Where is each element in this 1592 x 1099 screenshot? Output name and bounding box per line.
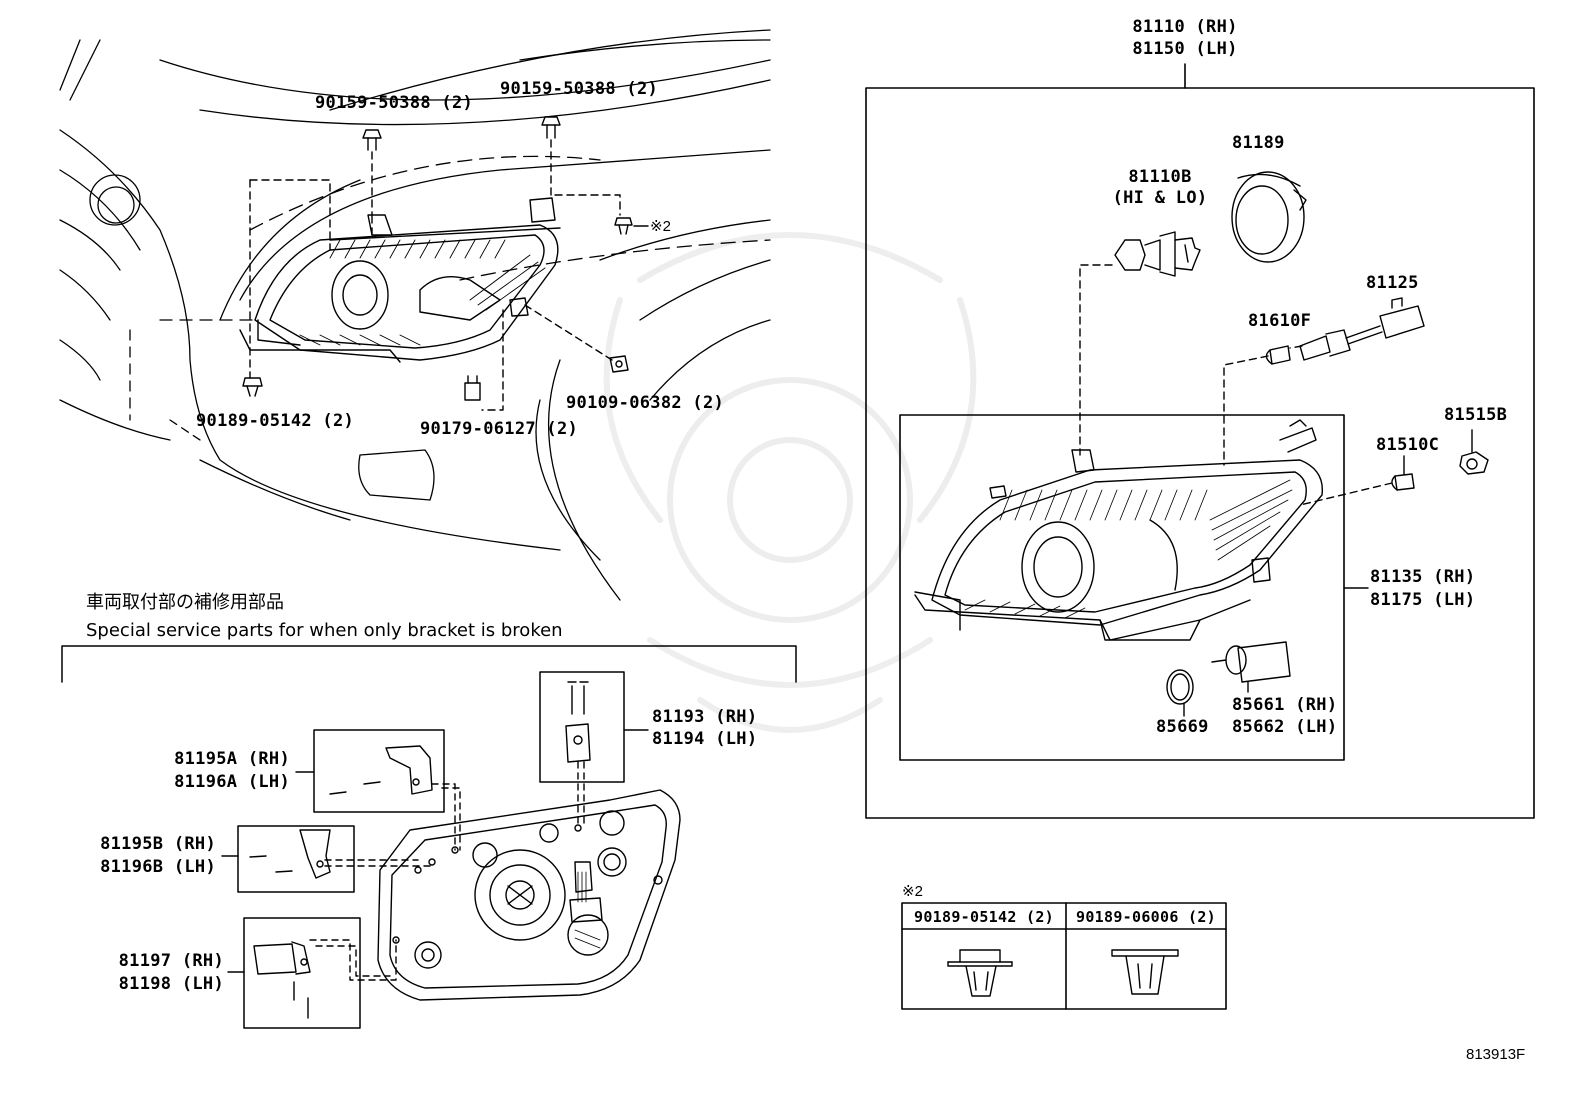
label-bulb-note: (HI & LO) xyxy=(1112,188,1208,208)
clip-table-grid xyxy=(901,902,1227,1010)
label-retainer-lower: 90179-06127 (2) xyxy=(420,419,579,439)
bulb-cover xyxy=(1231,171,1307,263)
clip-06006-drawing xyxy=(1111,949,1179,995)
label-gasket: 85669 xyxy=(1156,717,1209,737)
label-socket: 81125 xyxy=(1366,273,1419,293)
label-bolt-right: 90159-50388 (2) xyxy=(500,79,659,99)
repair-section-frame xyxy=(61,645,797,683)
headlamp-unit xyxy=(914,419,1324,641)
side-bulb xyxy=(1391,455,1415,491)
label-repair-a-rh: 81195A (RH) xyxy=(174,749,290,769)
label-assembly-lh: 81150 (LH) xyxy=(1132,39,1238,59)
repair-box-leaders xyxy=(221,729,649,973)
repair-title-jp: 車両取付部の補修用部品 xyxy=(86,592,284,613)
bracket-81197 xyxy=(253,941,311,1019)
label-actuator-lh: 85662 (LH) xyxy=(1232,717,1338,737)
repair-leader-lines xyxy=(309,761,585,981)
label-unit-rh: 81135 (RH) xyxy=(1370,567,1476,587)
label-repair-top-lh: 81194 (LH) xyxy=(652,729,758,749)
label-repair-top-rh: 81193 (RH) xyxy=(652,707,758,727)
leveling-actuator xyxy=(1211,641,1291,693)
hi-lo-bulb xyxy=(1114,231,1201,277)
label-nut-right: 90109-06382 (2) xyxy=(566,393,725,413)
bracket-81193 xyxy=(565,681,591,763)
label-repair-a-lh: 81196A (LH) xyxy=(174,772,290,792)
label-side-socket: 81515B xyxy=(1444,405,1508,425)
label-assembly-rh: 81110 (RH) xyxy=(1132,17,1238,37)
label-unit-lh: 81175 (LH) xyxy=(1370,590,1476,610)
label-actuator-rh: 85661 (RH) xyxy=(1232,695,1338,715)
label-side-bulb: 81510C xyxy=(1376,435,1440,455)
overview-fasteners xyxy=(242,116,633,401)
vehicle-front-outline xyxy=(59,29,771,601)
diagram-reference-code: 813913F xyxy=(1466,1046,1526,1063)
label-small-bulb: 81610F xyxy=(1248,311,1312,331)
label-repair-b-rh: 81195B (RH) xyxy=(100,834,216,854)
repair-title-en: Special service parts for when only brac… xyxy=(86,620,563,641)
clip-05142-drawing xyxy=(947,949,1013,997)
watermark-emblem xyxy=(603,232,977,733)
small-bulb xyxy=(1265,345,1291,365)
label-bulb: 81110B xyxy=(1128,167,1192,187)
label-repair-c-lh: 81198 (LH) xyxy=(118,974,224,994)
clip-table-header: 90189-06006 (2) xyxy=(1076,908,1216,926)
clip-table-header: 90189-05142 (2) xyxy=(914,908,1054,926)
label-clip-mark: ※2 xyxy=(650,218,671,235)
clip-table-mark: ※2 xyxy=(902,883,923,900)
bracket-81195b xyxy=(249,829,331,879)
label-cover: 81189 xyxy=(1232,133,1285,153)
bulb-socket xyxy=(1299,297,1425,361)
label-repair-b-lh: 81196B (LH) xyxy=(100,857,216,877)
bracket-81195a xyxy=(329,745,433,795)
label-repair-c-rh: 81197 (RH) xyxy=(118,951,224,971)
overview-leader-lines xyxy=(249,139,621,411)
side-socket xyxy=(1459,429,1489,475)
assembly-leader-lines xyxy=(1079,264,1393,506)
label-bolt-left: 90159-50388 (2) xyxy=(315,93,474,113)
housing-rear-view xyxy=(377,789,681,1001)
gasket-ring xyxy=(1166,669,1194,717)
label-clip-lower-left: 90189-05142 (2) xyxy=(196,411,355,431)
overview-headlamp xyxy=(239,197,561,363)
repair-part-boxes xyxy=(237,671,625,1029)
